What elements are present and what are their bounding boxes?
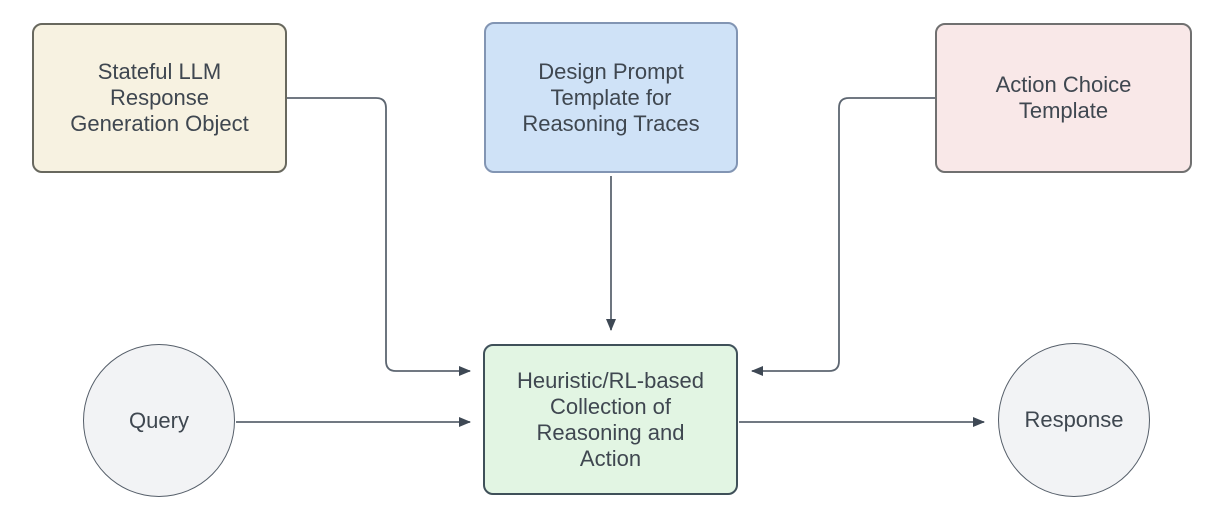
node-response: Response xyxy=(998,343,1150,497)
node-action-choice-template: Action Choice Template xyxy=(935,23,1192,173)
node-label: Stateful LLM Response Generation Object xyxy=(70,59,249,136)
node-label: Heuristic/RL-based Collection of Reasoni… xyxy=(516,367,705,471)
node-label: Design Prompt Template for Reasoning Tra… xyxy=(522,58,700,136)
node-heuristic-rl-collection: Heuristic/RL-based Collection of Reasoni… xyxy=(483,344,738,495)
node-label: Action Choice Template xyxy=(995,72,1132,123)
edge-stateful-to-heuristic xyxy=(287,97,471,376)
node-design-prompt-template: Design Prompt Template for Reasoning Tra… xyxy=(484,22,738,173)
node-label: Query xyxy=(129,407,189,433)
node-label: Response xyxy=(1024,407,1124,432)
node-stateful-llm-response-generation-object: Stateful LLM Response Generation Object xyxy=(32,23,287,173)
edge-action-to-heuristic xyxy=(751,97,935,376)
node-query: Query xyxy=(83,344,235,497)
